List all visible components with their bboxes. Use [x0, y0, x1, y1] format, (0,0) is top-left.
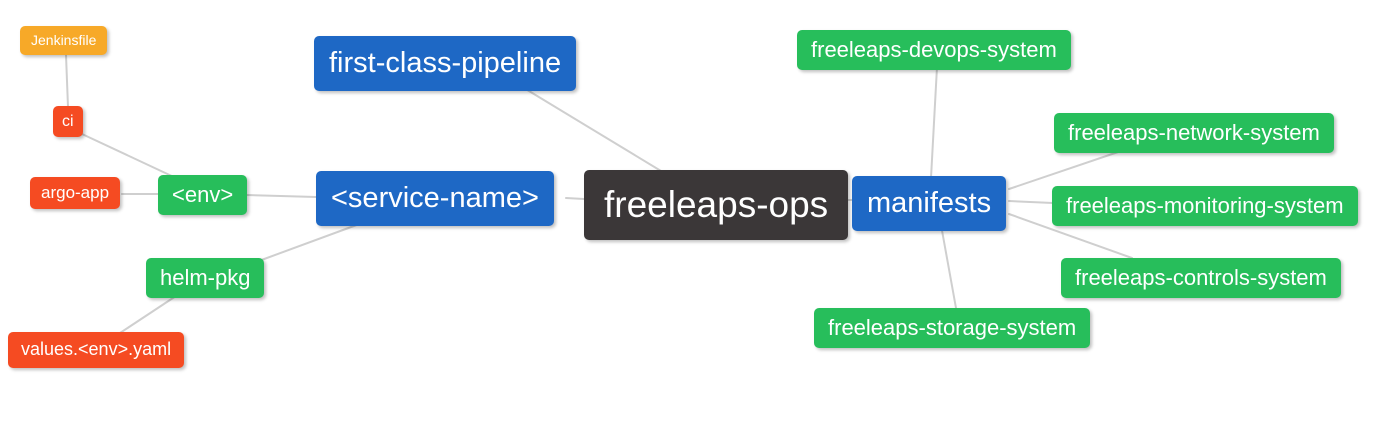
- node-values-env-yaml[interactable]: values.<env>.yaml: [8, 332, 185, 368]
- node-ci[interactable]: ci: [53, 106, 83, 138]
- node-helm-pkg[interactable]: helm-pkg: [146, 258, 265, 299]
- edge-helm-pkg-service-name: [255, 222, 363, 263]
- edge-manifests-network: [1008, 149, 1125, 190]
- node-first-class-pipeline[interactable]: first-class-pipeline: [314, 36, 577, 91]
- edge-manifests-monitoring: [1008, 200, 1054, 204]
- edge-values-helm-pkg: [119, 295, 177, 334]
- node-manifests[interactable]: manifests: [852, 176, 1007, 231]
- edge-ci-env: [81, 133, 177, 179]
- node-freeleaps-ops[interactable]: freeleaps-ops: [584, 170, 849, 241]
- node-freeleaps-network-system[interactable]: freeleaps-network-system: [1054, 113, 1334, 154]
- edge-pipeline-ops: [523, 87, 662, 172]
- node-freeleaps-storage-system[interactable]: freeleaps-storage-system: [814, 308, 1091, 349]
- edge-manifests-storage: [940, 224, 957, 309]
- node-freeleaps-controls-system[interactable]: freeleaps-controls-system: [1061, 258, 1341, 299]
- node-env[interactable]: <env>: [158, 175, 248, 216]
- node-freeleaps-devops-system[interactable]: freeleaps-devops-system: [797, 30, 1071, 71]
- edge-jenkinsfile-ci: [65, 54, 69, 108]
- node-argo-app[interactable]: argo-app: [30, 177, 121, 210]
- edge-manifests-controls: [1008, 213, 1133, 259]
- node-service-name[interactable]: <service-name>: [316, 171, 554, 226]
- edge-manifests-devops: [930, 66, 938, 179]
- node-jenkinsfile[interactable]: Jenkinsfile: [20, 26, 108, 55]
- node-freeleaps-monitoring-system[interactable]: freeleaps-monitoring-system: [1052, 186, 1358, 227]
- edge-service-name-ops: [565, 197, 585, 200]
- edge-env-service-name: [245, 194, 317, 198]
